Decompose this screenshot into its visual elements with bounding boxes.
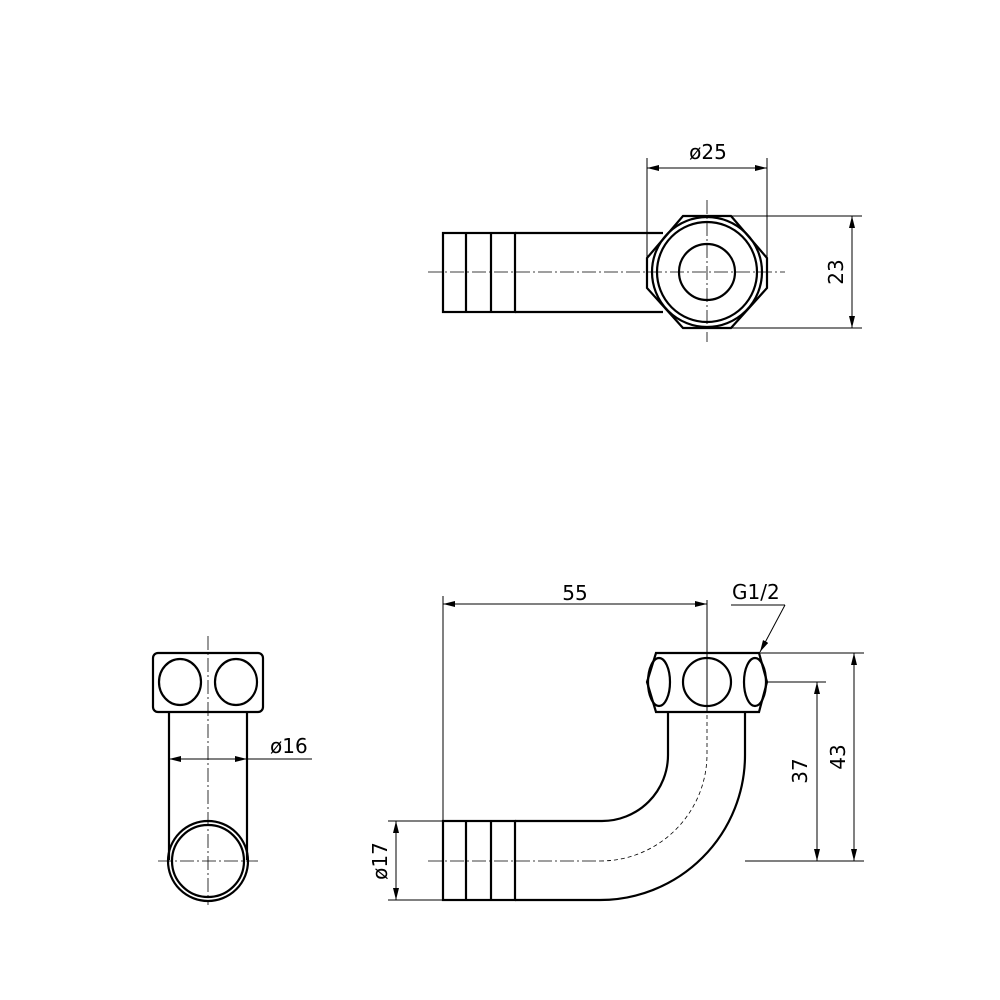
hose-barb [441,819,517,902]
dim-height-center: 37 [788,758,812,783]
side-view: ø16 [151,636,312,905]
hose-barb [441,231,517,314]
dim-thread: G1/2 [732,580,780,604]
dim-barb-diameter: ø17 [368,842,392,880]
dim-height-total: 43 [826,744,850,769]
front-view: 55 G1/2 37 43 ø17 [368,580,864,902]
dim-top-height: 23 [824,259,848,284]
dim-top-diameter: ø25 [689,140,727,164]
nut [151,651,265,714]
top-view: ø25 23 [428,140,862,342]
dim-length: 55 [562,581,587,605]
dim-side-diameter: ø16 [270,734,308,758]
